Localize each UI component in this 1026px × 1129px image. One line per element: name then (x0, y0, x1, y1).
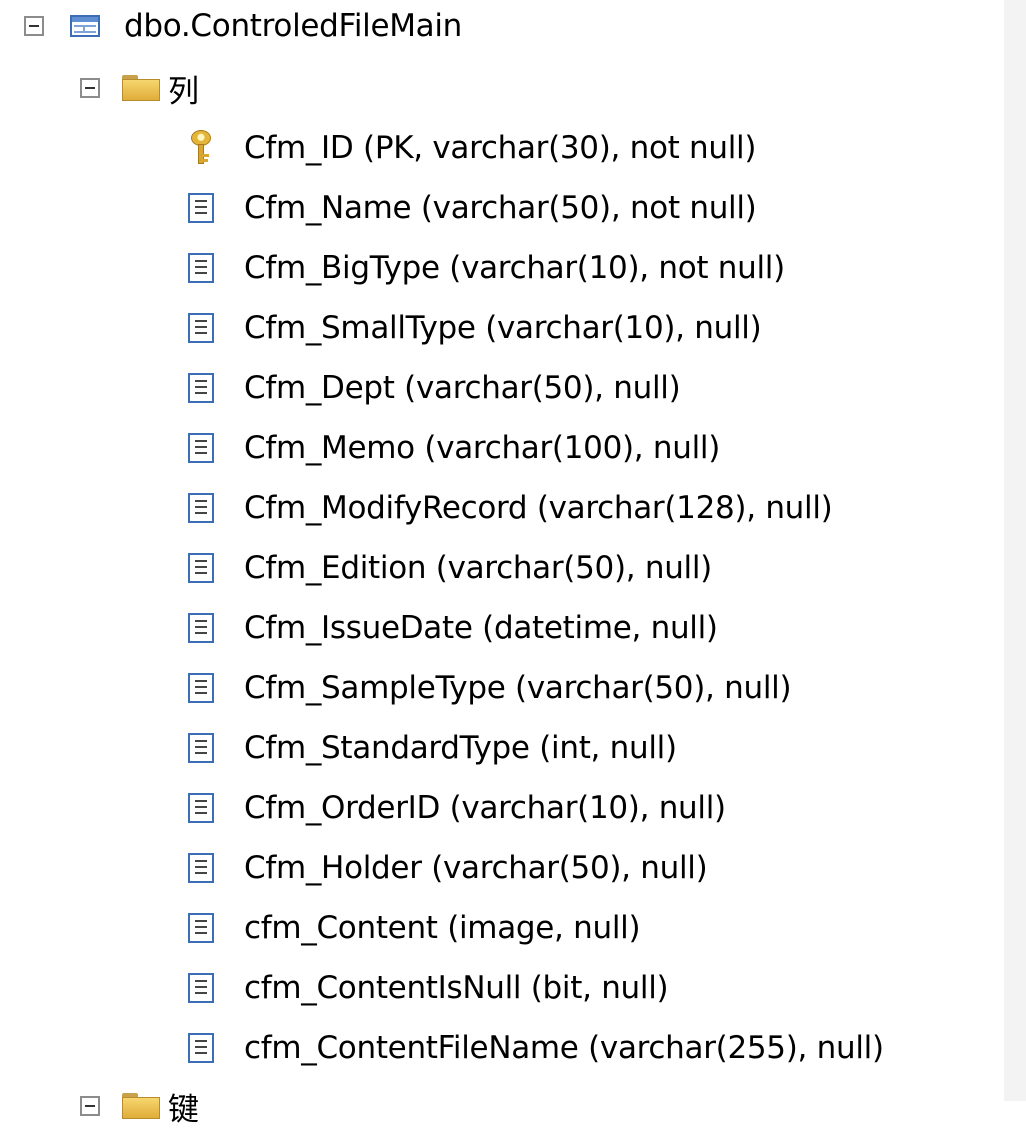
column-icon (188, 973, 214, 1003)
column-item[interactable]: cfm_ContentIsNull (bit, null) (188, 966, 669, 1010)
folder-icon (122, 75, 160, 101)
column-item[interactable]: Cfm_ModifyRecord (varchar(128), null) (188, 486, 833, 530)
collapse-toggle-icon[interactable] (24, 16, 44, 36)
folder-icon (122, 1093, 160, 1119)
column-item[interactable]: Cfm_StandardType (int, null) (188, 726, 677, 770)
column-label: Cfm_Holder (varchar(50), null) (244, 850, 708, 886)
column-icon (188, 253, 214, 283)
column-icon (188, 793, 214, 823)
column-item[interactable]: Cfm_Name (varchar(50), not null) (188, 186, 757, 230)
column-item[interactable]: Cfm_Edition (varchar(50), null) (188, 546, 712, 590)
column-item[interactable]: Cfm_SmallType (varchar(10), null) (188, 306, 762, 350)
column-icon (188, 373, 214, 403)
column-icon (188, 313, 214, 343)
table-node[interactable]: dbo.ControledFileMain (24, 4, 462, 48)
column-icon (188, 613, 214, 643)
table-icon (70, 15, 100, 37)
column-label: Cfm_SampleType (varchar(50), null) (244, 670, 792, 706)
column-item[interactable]: Cfm_IssueDate (datetime, null) (188, 606, 718, 650)
column-icon (188, 433, 214, 463)
columns-folder-node[interactable]: 列 (80, 66, 199, 110)
keys-folder-node[interactable]: 键 (80, 1084, 199, 1128)
column-label: Cfm_BigType (varchar(10), not null) (244, 250, 785, 286)
column-icon (188, 493, 214, 523)
column-icon (188, 853, 214, 883)
column-label: Cfm_Edition (varchar(50), null) (244, 550, 712, 586)
vertical-scrollbar[interactable] (1004, 0, 1026, 1101)
columns-folder-label: 列 (168, 73, 199, 110)
column-label: Cfm_ID (PK, varchar(30), not null) (244, 130, 757, 166)
column-label: Cfm_Name (varchar(50), not null) (244, 190, 757, 226)
column-icon (188, 1033, 214, 1063)
column-icon (188, 553, 214, 583)
column-label: Cfm_Dept (varchar(50), null) (244, 370, 681, 406)
column-label: Cfm_ModifyRecord (varchar(128), null) (244, 490, 833, 526)
column-label: cfm_ContentFileName (varchar(255), null) (244, 1030, 884, 1066)
column-item[interactable]: Cfm_OrderID (varchar(10), null) (188, 786, 726, 830)
column-item[interactable]: Cfm_Memo (varchar(100), null) (188, 426, 720, 470)
column-label: Cfm_SmallType (varchar(10), null) (244, 310, 762, 346)
column-item[interactable]: Cfm_SampleType (varchar(50), null) (188, 666, 792, 710)
column-label: cfm_Content (image, null) (244, 910, 641, 946)
primary-key-icon (188, 130, 214, 166)
column-item[interactable]: Cfm_Holder (varchar(50), null) (188, 846, 708, 890)
column-item[interactable]: Cfm_ID (PK, varchar(30), not null) (188, 126, 756, 170)
object-explorer-tree: dbo.ControledFileMain 列 Cfm_ID (PK, varc… (0, 0, 1004, 1101)
column-icon (188, 913, 214, 943)
column-label: Cfm_Memo (varchar(100), null) (244, 430, 721, 466)
column-icon (188, 193, 214, 223)
column-label: Cfm_OrderID (varchar(10), null) (244, 790, 726, 826)
expand-toggle-icon[interactable] (80, 1096, 100, 1116)
table-node-label: dbo.ControledFileMain (124, 8, 463, 44)
column-label: Cfm_IssueDate (datetime, null) (244, 610, 718, 646)
column-icon (188, 733, 214, 763)
column-item[interactable]: Cfm_BigType (varchar(10), not null) (188, 246, 785, 290)
column-item[interactable]: cfm_Content (image, null) (188, 906, 641, 950)
column-label: Cfm_StandardType (int, null) (244, 730, 677, 766)
keys-folder-label: 键 (168, 1091, 199, 1128)
column-item[interactable]: cfm_ContentFileName (varchar(255), null) (188, 1026, 884, 1070)
column-label: cfm_ContentIsNull (bit, null) (244, 970, 669, 1006)
column-item[interactable]: Cfm_Dept (varchar(50), null) (188, 366, 681, 410)
collapse-toggle-icon[interactable] (80, 78, 100, 98)
column-icon (188, 673, 214, 703)
